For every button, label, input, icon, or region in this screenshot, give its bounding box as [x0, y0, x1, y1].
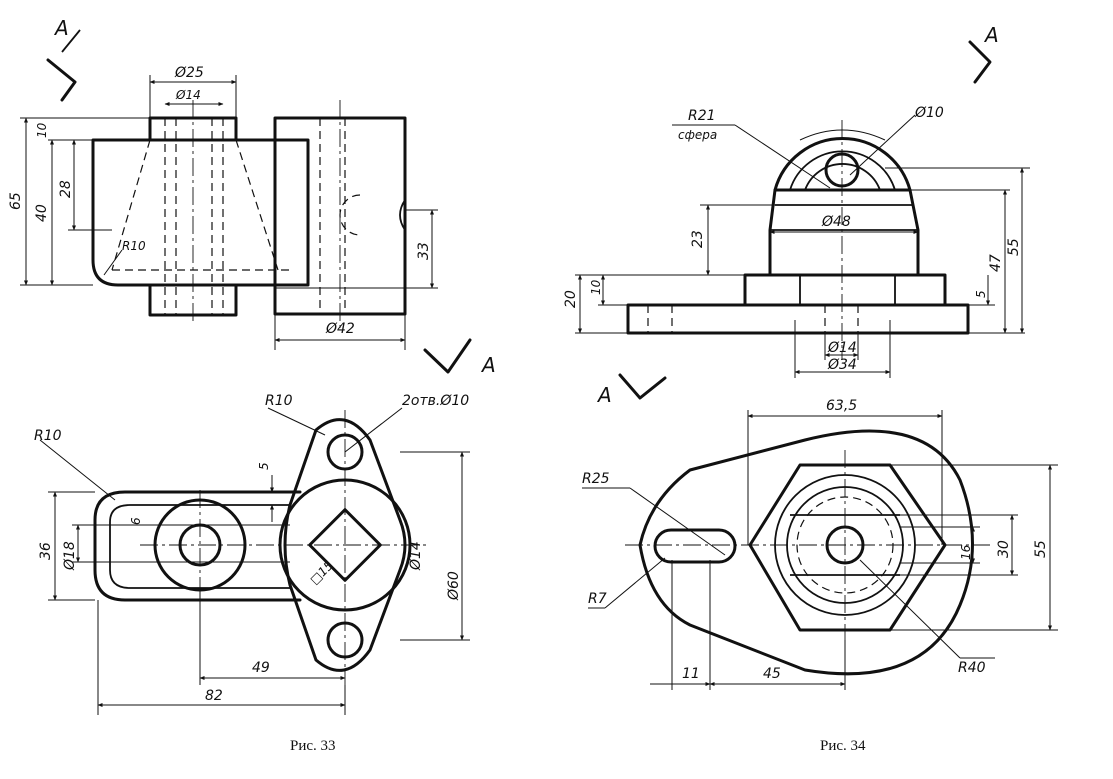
- dim-5-base: 5: [974, 290, 988, 298]
- caption-fig34: Рис. 34: [820, 738, 866, 754]
- dim-d25: Ø25: [174, 65, 204, 81]
- dim-d14-top: Ø14: [408, 541, 424, 571]
- dim-10: 10: [35, 122, 49, 138]
- dim-55-top: 55: [1033, 540, 1049, 558]
- dim-d60: Ø60: [446, 571, 462, 601]
- body-outline: [638, 429, 974, 676]
- dim-40: 40: [34, 204, 50, 222]
- section-mark-a-fig33: A: [423, 338, 496, 377]
- dim-23: 23: [690, 230, 706, 248]
- dim-47: 47: [988, 254, 1004, 272]
- section-mark-a-top-left: A: [46, 16, 81, 102]
- section-letter: A: [983, 23, 999, 47]
- slot: [653, 528, 737, 564]
- dim-r7: R7: [588, 591, 607, 607]
- sphere-top: [773, 137, 912, 192]
- dim-82: 82: [205, 688, 223, 704]
- flange-outline: [283, 418, 407, 672]
- frustum-body: [768, 188, 920, 277]
- dim-d48: Ø48: [821, 214, 851, 230]
- dim-d14: Ø14: [175, 88, 201, 102]
- section-letter: A: [53, 16, 69, 40]
- base-step: [743, 273, 947, 307]
- dim-square-15: □15: [307, 558, 336, 587]
- dim-10-base: 10: [589, 279, 603, 295]
- section-letter: A: [480, 353, 496, 377]
- dim-45: 45: [763, 666, 781, 682]
- dim-6: 6: [129, 517, 143, 525]
- arm-outline: [93, 490, 302, 602]
- fig34-front-view: A R21 сфера Ø10 Ø48: [563, 23, 1030, 378]
- dim-2-holes: 2отв.Ø10: [402, 393, 469, 409]
- fig33-front-view: A Ø25 Ø14 65: [8, 16, 438, 350]
- dim-20: 20: [563, 290, 579, 308]
- dim-30: 30: [996, 540, 1012, 558]
- dim-55: 55: [1006, 238, 1022, 256]
- base-plate: [626, 303, 970, 335]
- dim-63-5: 63,5: [826, 398, 857, 414]
- dim-5: 5: [257, 462, 271, 470]
- dim-36: 36: [38, 542, 54, 560]
- fig34-top-view: A 63,5 R25 R7 16: [582, 373, 1058, 754]
- dim-d42: Ø42: [325, 321, 355, 337]
- dim-65: 65: [8, 192, 24, 210]
- left-body-outline: [91, 138, 310, 287]
- fig33-top-view: A R10 R10 2отв.Ø10 5 6: [34, 338, 496, 754]
- dim-d18: Ø18: [62, 541, 78, 571]
- dim-49: 49: [252, 660, 270, 676]
- dim-r21: R21: [688, 108, 716, 124]
- dim-r10-top: R10: [265, 393, 293, 409]
- dim-r10-front: R10: [122, 239, 146, 253]
- dim-11: 11: [682, 666, 700, 682]
- dim-d10: Ø10: [914, 105, 944, 121]
- section-mark-a-fig34: A: [596, 373, 667, 407]
- square-opening: [308, 508, 382, 582]
- label-sphere: сфера: [678, 128, 717, 142]
- section-letter: A: [596, 383, 612, 407]
- dim-33: 33: [416, 242, 432, 260]
- dim-d34: Ø34: [827, 357, 857, 373]
- dim-28: 28: [58, 180, 74, 198]
- dim-r10-left: R10: [34, 428, 62, 444]
- dim-r40: R40: [958, 660, 986, 676]
- dim-d14-bottom: Ø14: [827, 340, 857, 356]
- section-mark-a-top-right: A: [968, 23, 999, 84]
- dim-16: 16: [959, 544, 973, 560]
- caption-fig33: Рис. 33: [290, 738, 336, 754]
- dim-r25: R25: [582, 471, 610, 487]
